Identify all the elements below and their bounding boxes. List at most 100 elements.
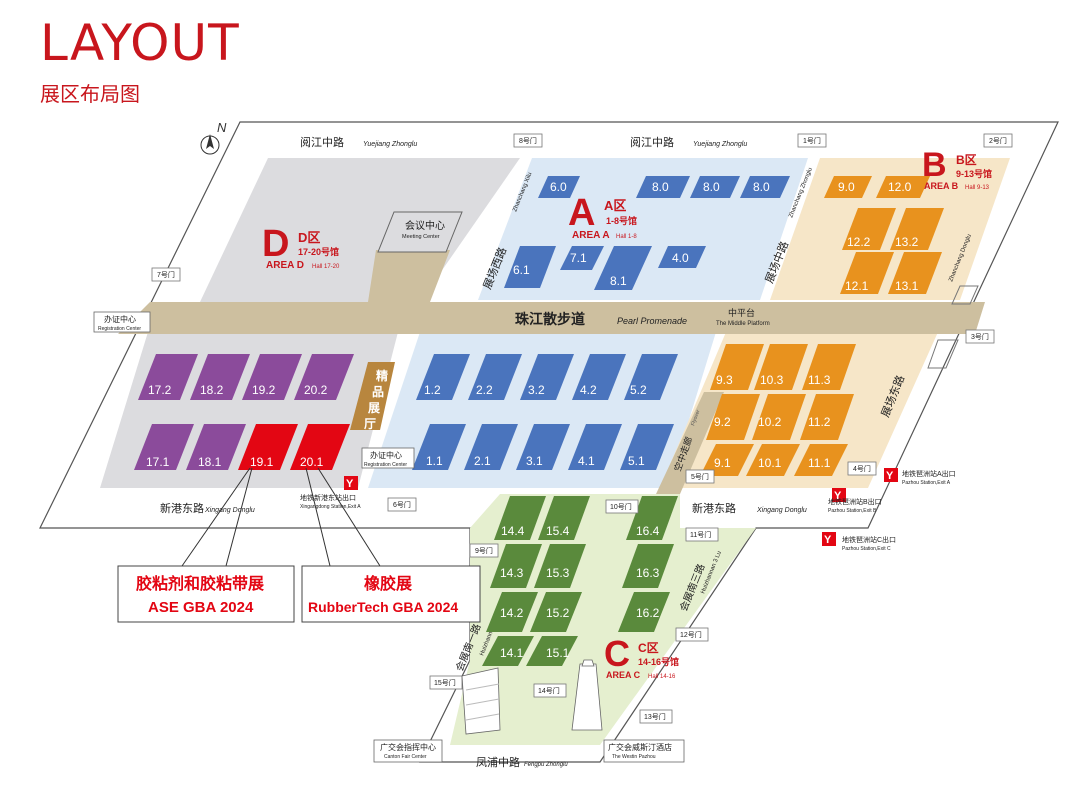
hall-a-2-2[interactable]: 2.2 xyxy=(468,354,522,400)
svg-text:14.3: 14.3 xyxy=(500,566,524,580)
hall-b-12-1[interactable]: 12.1 xyxy=(840,252,894,294)
hall-d-19-2[interactable]: 19.2 xyxy=(242,354,302,400)
gate-3[interactable]: 3号门 xyxy=(965,329,995,344)
hall-c-15-2[interactable]: 15.2 xyxy=(530,592,582,632)
page-subtitle: 展区布局图 xyxy=(40,82,140,106)
meeting-center-label-en: Meeting Center xyxy=(402,234,440,240)
hall-a-8-0-1[interactable]: 8.0 xyxy=(636,176,690,198)
hall-d-20-2[interactable]: 20.2 xyxy=(294,354,354,400)
hall-b-12-2[interactable]: 12.2 xyxy=(842,208,896,250)
hall-d-20-1-highlight[interactable]: 20.1 xyxy=(290,424,350,470)
gate-13[interactable]: 13号门 xyxy=(639,709,673,724)
hall-c-14-1[interactable]: 14.1 xyxy=(482,636,534,666)
hall-b-9-3[interactable]: 9.3 xyxy=(710,344,764,390)
svg-text:8号门: 8号门 xyxy=(519,136,537,145)
hall-c-15-1[interactable]: 15.1 xyxy=(526,636,578,666)
svg-text:14.1: 14.1 xyxy=(500,646,524,660)
gate-7[interactable]: 7号门 xyxy=(151,267,181,282)
hall-d-19-1-highlight[interactable]: 19.1 xyxy=(238,424,298,470)
hall-a-2-1[interactable]: 2.1 xyxy=(464,424,518,470)
gate-11[interactable]: 11号门 xyxy=(685,527,719,542)
hall-a-5-2[interactable]: 5.2 xyxy=(624,354,678,400)
svg-text:19.1: 19.1 xyxy=(250,455,274,469)
svg-text:Canton Fair Center: Canton Fair Center xyxy=(384,754,427,760)
gate-12[interactable]: 12号门 xyxy=(675,627,709,642)
hall-b-9-2[interactable]: 9.2 xyxy=(706,394,760,440)
hall-a-3-1[interactable]: 3.1 xyxy=(516,424,570,470)
gate-10[interactable]: 10号门 xyxy=(605,499,639,514)
gate-1[interactable]: 1号门 xyxy=(797,133,827,148)
gate-4[interactable]: 4号门 xyxy=(847,461,877,476)
hall-b-11-3[interactable]: 11.3 xyxy=(802,344,856,390)
svg-text:8.0: 8.0 xyxy=(652,180,669,194)
svg-text:20.2: 20.2 xyxy=(304,383,328,397)
svg-text:15.3: 15.3 xyxy=(546,566,570,580)
hall-d-17-2[interactable]: 17.2 xyxy=(138,354,198,400)
hall-b-11-1[interactable]: 11.1 xyxy=(794,444,848,476)
hall-b-12-0[interactable]: 12.0 xyxy=(876,176,930,198)
hall-a-8-0-3[interactable]: 8.0 xyxy=(740,176,790,198)
hall-a-4-0[interactable]: 4.0 xyxy=(658,246,706,268)
svg-text:4.1: 4.1 xyxy=(578,454,595,468)
gate-14[interactable]: 14号门 xyxy=(533,683,567,698)
svg-text:地铁琶洲站C出口: 地铁琶洲站C出口 xyxy=(842,535,896,544)
svg-text:D区: D区 xyxy=(298,230,320,245)
gate-6[interactable]: 6号门 xyxy=(387,497,417,512)
gate-5[interactable]: 5号门 xyxy=(685,469,715,484)
hall-a-4-1[interactable]: 4.1 xyxy=(568,424,622,470)
gate-8[interactable]: 8号门 xyxy=(513,133,543,148)
hall-a-8-0-2[interactable]: 8.0 xyxy=(690,176,740,198)
hall-a-6-1[interactable]: 6.1 xyxy=(504,246,556,288)
hall-c-16-4[interactable]: 16.4 xyxy=(626,496,678,540)
promenade-stairs-icon xyxy=(927,285,979,369)
hall-a-6-0[interactable]: 6.0 xyxy=(538,176,580,198)
hall-d-18-1[interactable]: 18.1 xyxy=(186,424,246,470)
svg-text:12.0: 12.0 xyxy=(888,180,912,194)
hall-a-7-1[interactable]: 7.1 xyxy=(560,246,604,270)
hall-b-10-2[interactable]: 10.2 xyxy=(752,394,806,440)
hall-c-14-3[interactable]: 14.3 xyxy=(490,544,542,588)
hall-a-3-2[interactable]: 3.2 xyxy=(520,354,574,400)
gate-2[interactable]: 2号门 xyxy=(983,133,1013,148)
callout-ase[interactable]: 胶粘剂和胶粘带展 ASE GBA 2024 xyxy=(117,565,295,623)
hall-c-15-4[interactable]: 15.4 xyxy=(538,496,590,540)
hall-a-1-2[interactable]: 1.2 xyxy=(416,354,470,400)
hall-a-1-1[interactable]: 1.1 xyxy=(412,424,466,470)
svg-text:11.1: 11.1 xyxy=(808,456,831,470)
gate-15[interactable]: 15号门 xyxy=(429,675,463,690)
hall-a-4-2[interactable]: 4.2 xyxy=(572,354,626,400)
hall-b-9-0[interactable]: 9.0 xyxy=(824,176,872,198)
svg-text:Y: Y xyxy=(886,470,894,482)
metro-pazhou-a[interactable]: Y 地铁琶洲站A出口 Pazhou Station,Exit A xyxy=(884,468,956,486)
gate-9[interactable]: 9号门 xyxy=(469,543,499,558)
svg-text:C区: C区 xyxy=(638,641,659,655)
svg-text:16.2: 16.2 xyxy=(636,606,660,620)
svg-text:17.2: 17.2 xyxy=(148,383,172,397)
hall-b-9-1[interactable]: 9.1 xyxy=(700,444,754,476)
hall-a-5-1[interactable]: 5.1 xyxy=(620,424,674,470)
metro-pazhou-b[interactable]: Y 地铁琶洲站B出口 Pazhou Station,Exit B xyxy=(828,488,882,514)
hall-b-13-1[interactable]: 13.1 xyxy=(888,252,942,294)
hall-b-10-1[interactable]: 10.1 xyxy=(746,444,800,476)
hall-c-14-2[interactable]: 14.2 xyxy=(486,592,538,632)
hall-b-11-2[interactable]: 11.2 xyxy=(800,394,854,440)
hall-c-14-4[interactable]: 14.4 xyxy=(494,496,546,540)
svg-text:16.4: 16.4 xyxy=(636,524,660,538)
road-xingang-left-cn: 新港东路 xyxy=(160,501,204,515)
registration-center-mid[interactable]: 办证中心 Registration Center xyxy=(361,447,415,469)
hall-a-8-1[interactable]: 8.1 xyxy=(594,246,652,290)
svg-text:5.2: 5.2 xyxy=(630,383,647,397)
metro-xingangdong[interactable]: Y 地铁新港东站出口 Xingangdong Station,Exit A xyxy=(300,476,361,510)
hall-b-13-2[interactable]: 13.2 xyxy=(890,208,944,250)
hall-d-18-2[interactable]: 18.2 xyxy=(190,354,250,400)
hall-d-17-1[interactable]: 17.1 xyxy=(134,424,194,470)
registration-center-left[interactable]: 办证中心 Registration Center xyxy=(93,311,151,333)
hall-b-10-3[interactable]: 10.3 xyxy=(754,344,808,390)
hall-c-16-3[interactable]: 16.3 xyxy=(622,544,674,588)
metro-pazhou-c[interactable]: Y 地铁琶洲站C出口 Pazhou Station,Exit C xyxy=(822,532,896,552)
hall-c-16-2[interactable]: 16.2 xyxy=(618,592,670,632)
svg-text:12号门: 12号门 xyxy=(680,630,702,639)
svg-text:Y: Y xyxy=(834,490,842,502)
hall-c-15-3[interactable]: 15.3 xyxy=(534,544,586,588)
callout-rubbertech[interactable]: 橡胶展 RubberTech GBA 2024 xyxy=(301,565,481,623)
